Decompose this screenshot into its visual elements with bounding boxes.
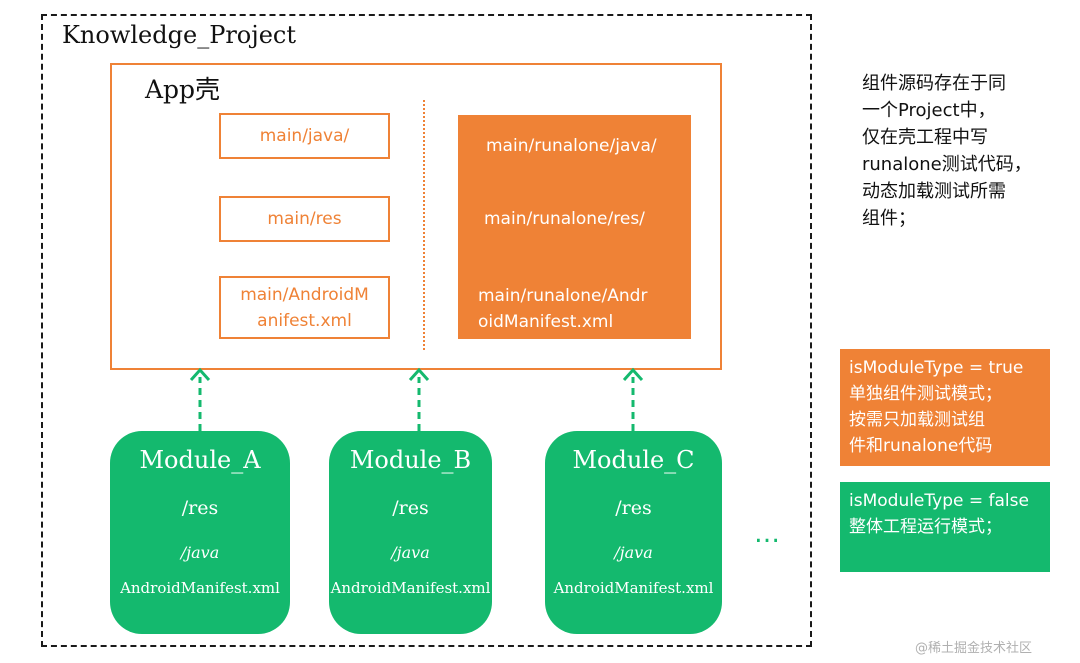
module-title: Module_A (139, 446, 261, 474)
module-java: /java (180, 543, 220, 562)
dotted-divider (423, 100, 425, 350)
module-manifest: AndroidManifest.xml (553, 579, 714, 597)
module-type-true-note: isModuleType = true 单独组件测试模式； 按需只加载测试组 件… (840, 349, 1050, 466)
description-note: 组件源码存在于同 一个Project中， 仅在壳工程中写 runalone测试代… (862, 73, 1032, 229)
project-title: Knowledge_Project (62, 21, 296, 49)
project-frame (41, 14, 812, 647)
main-java-box: main/java/ (219, 113, 390, 159)
runalone-java-label: main/runalone/java/ (486, 136, 657, 156)
module-res: /res (615, 497, 652, 519)
arrow-up-icon (408, 367, 430, 431)
module-b: Module_B /res /java AndroidManifest.xml (329, 431, 492, 634)
arrow-up-icon (622, 367, 644, 431)
runalone-manifest-label: main/runalone/Andr oidManifest.xml (478, 286, 648, 332)
module-res: /res (392, 497, 429, 519)
main-res-box: main/res (219, 196, 390, 242)
module-java: /java (391, 543, 430, 562)
watermark: @稀土掘金技术社区 (915, 641, 1033, 656)
module-title: Module_C (572, 446, 695, 474)
main-manifest-box: main/AndroidM anifest.xml (219, 276, 390, 339)
module-title: Module_B (349, 446, 472, 474)
app-shell-title: App壳 (145, 75, 221, 104)
module-a: Module_A /res /java AndroidManifest.xml (110, 431, 290, 634)
arrow-up-icon (189, 367, 211, 431)
runalone-res-label: main/runalone/res/ (484, 209, 645, 229)
runalone-panel (458, 115, 691, 339)
module-manifest: AndroidManifest.xml (120, 579, 280, 597)
module-java: /java (614, 543, 653, 562)
module-c: Module_C /res /java AndroidManifest.xml (545, 431, 722, 634)
module-res: /res (181, 497, 219, 519)
more-modules-ellipsis: … (754, 519, 781, 549)
module-manifest: AndroidManifest.xml (330, 579, 491, 597)
module-type-false-note: isModuleType = false 整体工程运行模式； (840, 482, 1050, 572)
app-shell-box (110, 63, 722, 370)
